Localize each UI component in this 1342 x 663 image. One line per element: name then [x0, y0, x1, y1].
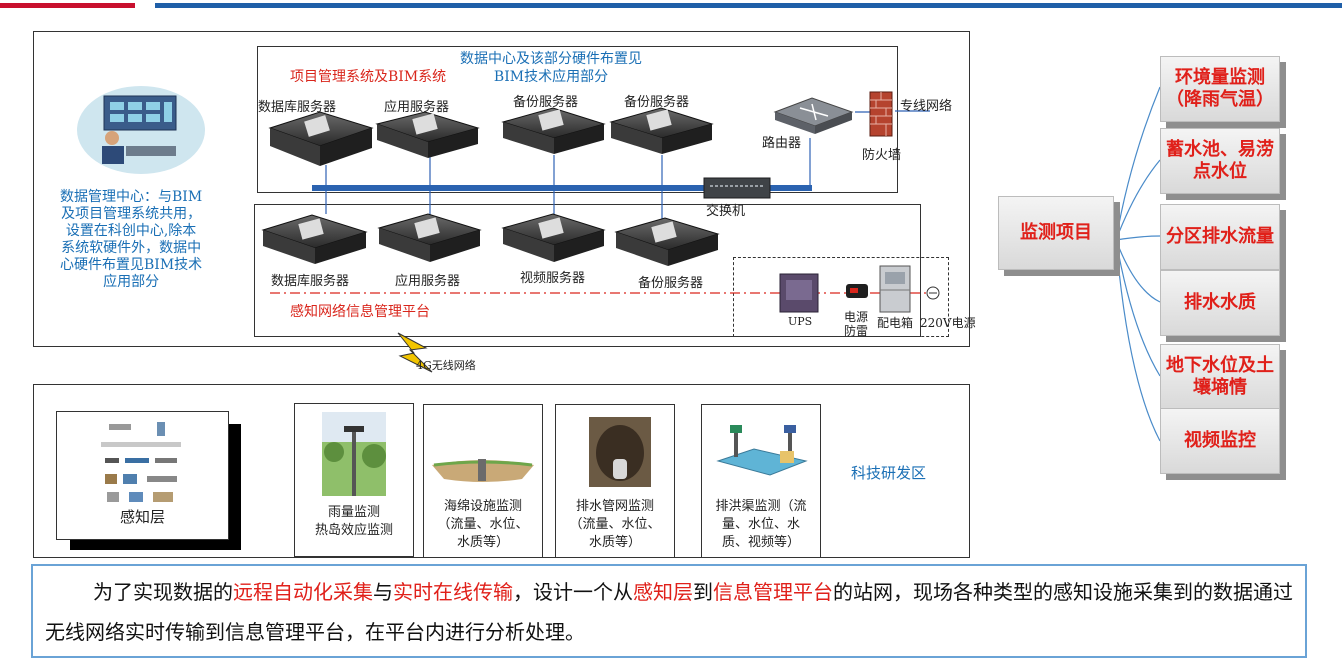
pipe-monitoring-label: 排水管网监测 （流量、水位、 水质等）	[569, 499, 661, 550]
research-area-label: 科技研发区	[851, 464, 927, 482]
top-accent-bar	[0, 3, 135, 8]
data-center-description: 数据管理中心：与BIM 及项目管理系统共用， 设置在科创中心,除本 系统软硬件外…	[60, 189, 203, 290]
server-app-lower	[377, 213, 482, 262]
data-center-illustration-icon	[77, 86, 205, 174]
pipe-sensor-photo-icon	[589, 417, 651, 487]
monitoring-item-drain-flow: 分区排水流量	[1160, 204, 1280, 270]
top-accent-bar-blue	[155, 3, 1342, 8]
sensing-platform-title: 感知网络信息管理平台	[290, 304, 430, 320]
desc-highlight-sensing: 感知层	[633, 580, 693, 604]
sponge-monitoring-label: 海绵设施监测 （流量、水位、 水质等）	[437, 499, 529, 550]
monitoring-item-video: 视频监控	[1160, 408, 1280, 474]
upper-server-label-backup2: 备份服务器	[624, 95, 690, 110]
sensing-layer-card: 感知层	[56, 411, 229, 540]
desc-highlight-platform: 信息管理平台	[713, 580, 833, 604]
upper-server-label-app: 应用服务器	[384, 100, 450, 115]
sensing-layer-label: 感知层	[119, 508, 165, 526]
monitoring-item-water-quality: 排水水质	[1160, 270, 1280, 336]
server-backup1-upper	[501, 107, 606, 154]
desc-highlight-realtime: 实时在线传输	[393, 580, 513, 604]
rain-monitoring-card: 雨量监测 热岛效应监测	[294, 403, 414, 557]
desc-text-5: 的站网，现场各种类型的感知设施采集到的数据通过无线网络实时传输到信息管理平台，在…	[45, 580, 1293, 644]
rain-monitoring-label: 雨量监测 热岛效应监测	[314, 505, 393, 538]
server-db-lower	[261, 214, 368, 264]
firewall-icon	[869, 91, 893, 137]
desc-text-4: 到	[693, 580, 713, 604]
sensor-devices-icon	[101, 422, 181, 502]
lower-server-label-app: 应用服务器	[395, 274, 461, 289]
lower-server-label-video: 视频服务器	[520, 271, 586, 286]
sponge-monitoring-card: 海绵设施监测 （流量、水位、 水质等）	[423, 404, 543, 558]
description-box: 为了实现数据的远程自动化采集与实时在线传输，设计一个从感知层到信息管理平台的站网…	[31, 564, 1307, 658]
monitoring-item-groundwater: 地下水位及土 壤墒情	[1160, 344, 1280, 410]
router-label: 路由器	[762, 136, 802, 151]
router-icon	[773, 97, 854, 134]
server-db-upper	[268, 111, 374, 166]
switch-label: 交换机	[706, 204, 746, 219]
hw-note: 数据中心及该部分硬件布置见 BIM技术应用部分	[460, 51, 642, 85]
pm-system-box	[257, 46, 898, 193]
server-app-upper	[375, 111, 480, 158]
monitoring-root: 监测项目	[998, 196, 1114, 270]
pipe-monitoring-card: 排水管网监测 （流量、水位、 水质等）	[555, 404, 675, 558]
monitoring-item-water-level: 蓄水池、易涝 点水位	[1160, 128, 1280, 194]
sensing-platform-box	[254, 204, 921, 337]
lower-server-label-db: 数据库服务器	[271, 274, 350, 289]
ups-icon	[779, 273, 819, 313]
flood-channel-monitoring-label: 排洪渠监测（流 量、水位、水 质、视频等）	[715, 499, 807, 550]
surge-label: 电源 防雷	[844, 310, 869, 338]
pm-system-title: 项目管理系统及BIM系统	[290, 69, 447, 85]
distribution-box-icon	[879, 265, 911, 313]
wireless-label: 4G无线网络	[416, 359, 476, 372]
surge-protector-icon	[846, 284, 868, 298]
server-video-lower	[501, 213, 606, 262]
dedicated-network-label: 专线网络	[900, 99, 953, 114]
rain-gauge-photo-icon	[322, 412, 386, 496]
network-bus	[312, 185, 812, 191]
distribution-box-label: 配电箱	[877, 316, 914, 330]
sponge-facility-icon	[432, 459, 534, 482]
lower-server-label-backup: 备份服务器	[638, 276, 704, 291]
server-backup-lower	[614, 217, 720, 266]
server-backup2-upper	[609, 107, 714, 154]
desc-text-1: 为了实现数据的	[93, 580, 233, 604]
lightning-icon	[397, 332, 433, 373]
desc-text-2: 与	[373, 580, 393, 604]
desc-highlight-remote: 远程自动化采集	[233, 580, 373, 604]
firewall-label: 防火墙	[862, 148, 902, 163]
monitoring-item-environment: 环境量监测 （降雨气温）	[1160, 56, 1280, 122]
power-220v-label: 220V电源	[920, 316, 976, 330]
data-center-panel	[33, 31, 970, 347]
switch-icon	[703, 177, 771, 199]
power-supply-box	[733, 257, 949, 337]
desc-text-3: ，设计一个从	[513, 580, 633, 604]
flood-channel-monitoring-card: 排洪渠监测（流 量、水位、水 质、视频等）	[701, 404, 821, 558]
ups-label: UPS	[788, 315, 813, 328]
upper-server-label-db: 数据库服务器	[258, 100, 337, 115]
upper-server-label-backup1: 备份服务器	[513, 95, 579, 110]
flood-channel-icon	[716, 425, 808, 476]
